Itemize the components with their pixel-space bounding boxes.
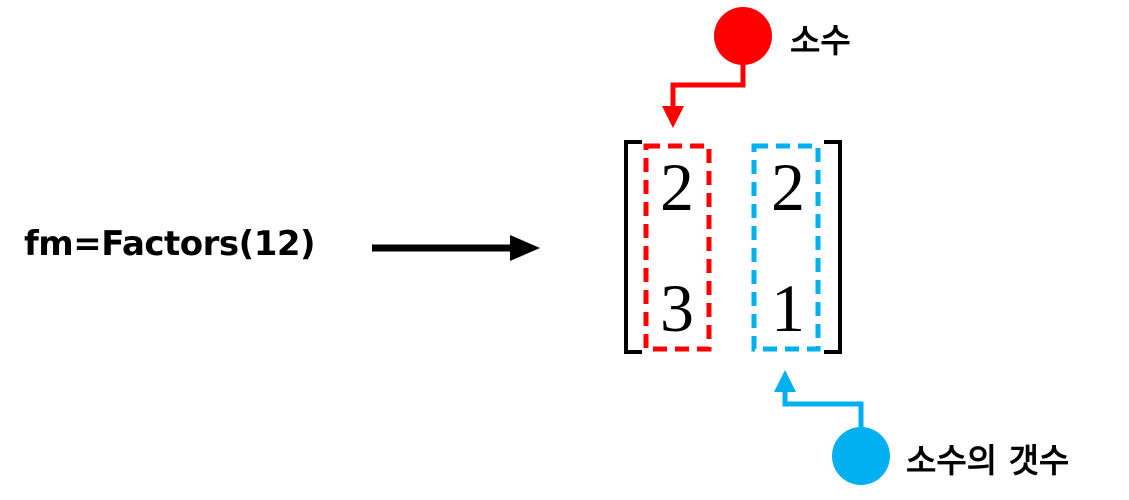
prime-column-box <box>643 143 712 352</box>
matrix-right-bracket <box>824 140 842 354</box>
matrix-cell-r2c1: 3 <box>660 270 694 346</box>
matrix-cell-r1c2: 2 <box>771 149 805 225</box>
count-connector-arrow <box>774 370 864 430</box>
matrix-cell-r2c2: 1 <box>771 270 805 346</box>
prime-count-label: 소수의 갯수 <box>906 441 1070 480</box>
prime-connector-arrow <box>662 60 746 128</box>
result-arrow <box>372 235 540 261</box>
count-marker-dot <box>832 427 890 485</box>
count-column-box <box>751 143 821 352</box>
prime-marker-dot <box>714 7 772 65</box>
factors-expression: fm=Factors(12) <box>24 224 316 264</box>
matrix-cell-r1c1: 2 <box>660 149 694 225</box>
matrix-left-bracket <box>624 140 642 354</box>
prime-label: 소수 <box>790 21 851 60</box>
